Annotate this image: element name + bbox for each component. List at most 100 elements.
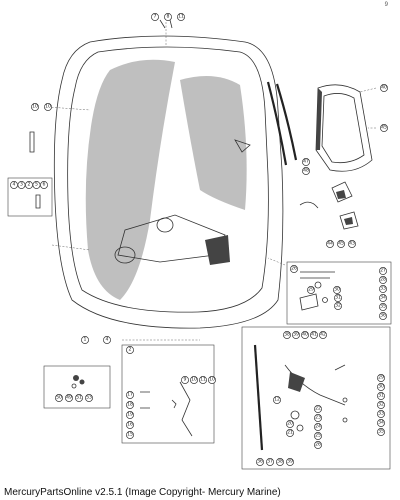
callout-number: 44: [327, 241, 333, 247]
callout-hw-box-1: 49: [65, 394, 73, 402]
callout-number: 4: [13, 182, 16, 188]
callout-bubble: [75, 394, 83, 402]
callout-bubble: [377, 401, 385, 409]
callout-lower-right-bottom-1: 37: [266, 458, 274, 466]
callout-number: 29: [308, 287, 314, 293]
callout-latch-right-3: 10: [208, 376, 216, 384]
callout-number: 35: [380, 304, 386, 310]
hardware-parts: [71, 375, 85, 389]
callout-bubble: [81, 336, 89, 344]
callout-bubble: [302, 167, 310, 175]
callout-number: 33: [378, 411, 384, 417]
callout-number: 51: [76, 395, 82, 401]
callout-number: 23: [315, 415, 321, 421]
callout-lower-right-bottom-0: 36: [256, 458, 264, 466]
callout-left-upper-1: 10: [44, 103, 52, 111]
callout-number: 39: [287, 459, 293, 465]
callout-latch-right-2: 11: [199, 376, 207, 384]
callout-number: 35: [378, 429, 384, 435]
callout-number: 19: [127, 412, 133, 418]
callout-bubble: [164, 13, 172, 21]
callout-bubble: [85, 394, 93, 402]
bracket-set: [299, 181, 359, 230]
callout-number: 45: [381, 125, 387, 131]
callout-bubble: [379, 303, 387, 311]
callout-mid-0: 47: [302, 158, 310, 166]
callout-bubble: [377, 383, 385, 391]
callout-bubble: [55, 394, 63, 402]
callout-small-box-2: 2: [25, 181, 33, 189]
callout-bubble: [44, 103, 52, 111]
callout-bubble: [380, 124, 388, 132]
callout-number: 4: [106, 337, 109, 343]
callout-number: 43: [349, 241, 355, 247]
callout-bubble: [334, 294, 342, 302]
callout-bubble: [126, 421, 134, 429]
callout-number: 31: [335, 295, 341, 301]
callout-number: 38: [277, 459, 283, 465]
callout-number: 22: [315, 406, 321, 412]
callout-lower-right-side-5: 34: [377, 419, 385, 427]
callout-right-box-9: 35: [379, 303, 387, 311]
callout-number: 31: [378, 393, 384, 399]
callout-bubble: [283, 331, 291, 339]
callout-lower-right-mid-1: 22: [314, 405, 322, 413]
callout-bottom-left-row-1: 4: [103, 336, 111, 344]
lower-right-parts-box: [241, 326, 391, 470]
callout-top-1: 8: [164, 13, 172, 21]
latch-parts-box: [121, 344, 215, 444]
callout-right-box-1: 27: [379, 267, 387, 275]
callout-gasket-0: 40: [380, 84, 388, 92]
callout-bubble: [177, 13, 185, 21]
callout-bubble: [65, 394, 73, 402]
callout-bubble: [334, 302, 342, 310]
callout-lower-right-bottom-2: 38: [276, 458, 284, 466]
callout-bubble: [377, 410, 385, 418]
callout-small-box-3: 5: [32, 181, 41, 189]
small-part-glyph: [35, 194, 41, 209]
callout-bubble: [190, 376, 198, 384]
callout-lower-right-mid-7: 26: [314, 441, 322, 449]
callout-lower-right-mid-6: 25: [314, 432, 322, 440]
image-caption: MercuryPartsOnline v2.5.1 (Image Copyrig…: [4, 487, 281, 498]
callout-number: 10: [191, 377, 197, 383]
callout-mid-1: 48: [302, 167, 310, 175]
callout-number: 39: [293, 332, 299, 338]
callout-number: 42: [320, 332, 326, 338]
callout-number: 9: [184, 377, 187, 383]
callout-number: 27: [380, 268, 386, 274]
callout-bubble: [40, 181, 48, 189]
callout-latch-column-3: 16: [126, 421, 134, 429]
callout-bubble: [348, 240, 356, 248]
callout-bubble: [380, 84, 388, 92]
callout-number: 15: [127, 432, 133, 438]
callout-number: 34: [378, 420, 384, 426]
callout-right-box-10: 36: [379, 312, 387, 320]
callout-number: 40: [302, 332, 308, 338]
seal-strips: [266, 81, 298, 166]
callout-number: 8: [167, 14, 170, 20]
callout-lower-right-mid-3: 24: [314, 423, 322, 431]
lower-right-parts: [253, 344, 348, 451]
callout-number: 41: [311, 332, 317, 338]
callout-bubble: [301, 331, 309, 339]
callout-latch-column-1: 18: [126, 401, 134, 409]
gasket-plate: [315, 84, 373, 172]
callout-hw-box-0: 50: [55, 394, 63, 402]
callout-right-box-5: 31: [334, 294, 342, 302]
callout-lower-right-mid-5: 21: [286, 429, 294, 437]
callout-bubble: [319, 331, 327, 339]
callout-bubble: [377, 374, 385, 382]
callout-left-upper-0: 10: [31, 103, 39, 111]
callout-number: 16: [127, 422, 133, 428]
callout-bubble: [199, 376, 207, 384]
callout-hw-box-3: 53: [85, 394, 93, 402]
leader-lines: [47, 22, 377, 341]
callout-lower-right-mid-4: 20: [286, 420, 294, 428]
callout-number: 26: [315, 442, 321, 448]
callout-bubble: [307, 286, 315, 294]
callout-number: 2: [28, 182, 31, 188]
callout-bubble: [377, 428, 385, 436]
callout-bubble: [377, 419, 385, 427]
